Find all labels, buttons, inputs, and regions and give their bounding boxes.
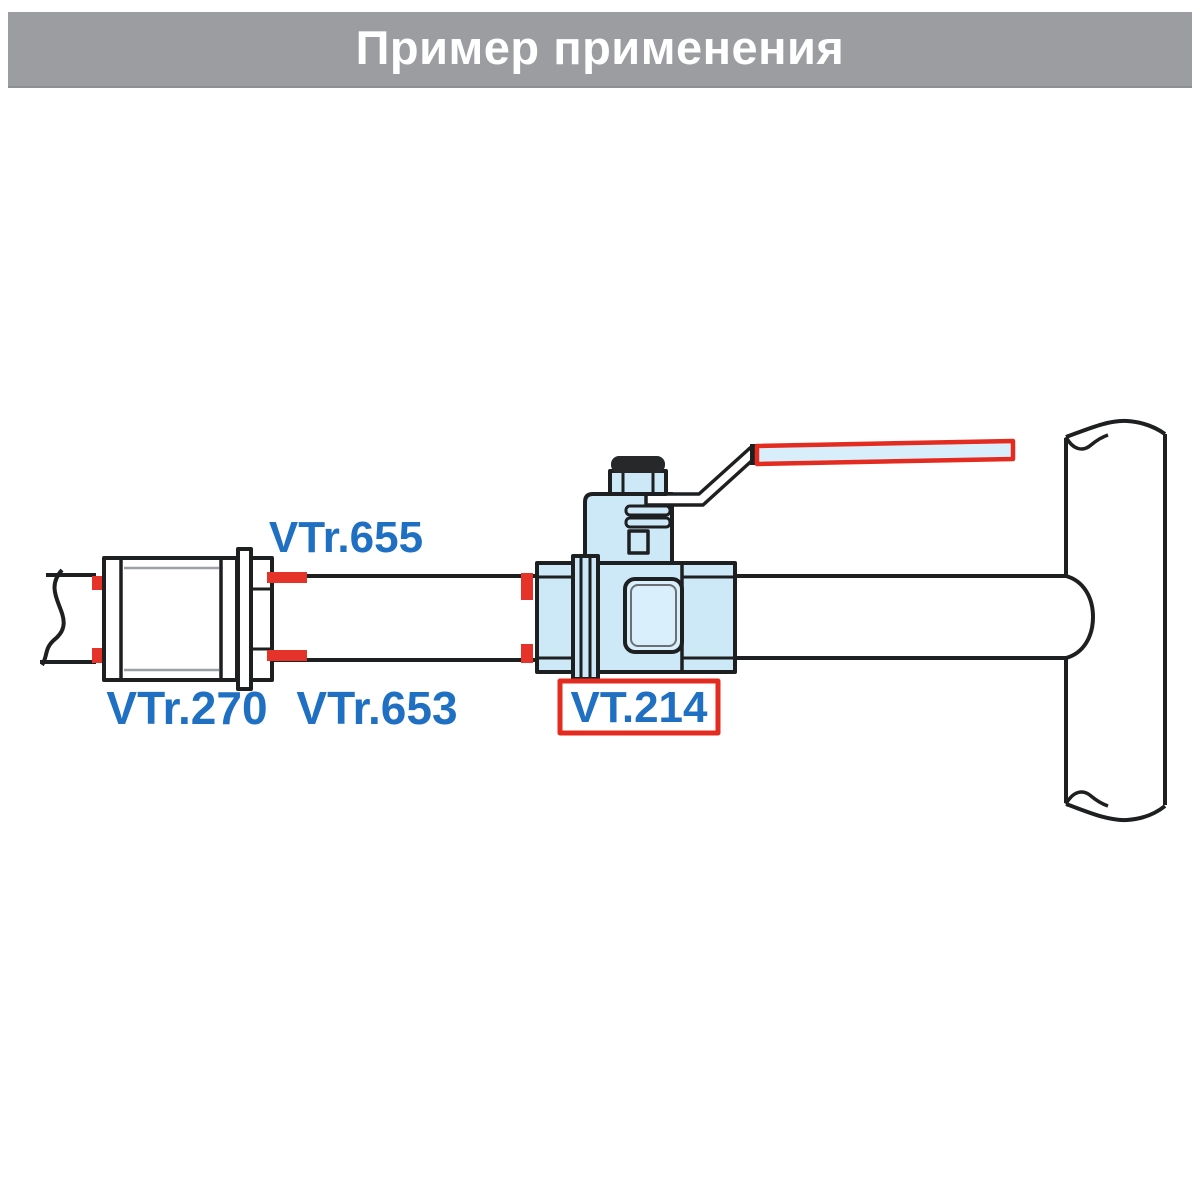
page-title: Пример применения [355, 20, 845, 74]
weld-mark [92, 576, 102, 590]
riser-pipe [1064, 418, 1167, 823]
right-pipe [735, 574, 1095, 660]
riser-bottom-break-fold [1064, 790, 1109, 808]
weld-mark [521, 573, 533, 600]
valve-handle-grip [754, 438, 1016, 467]
handle-grip-end-cap [750, 444, 757, 465]
packing-plate [624, 516, 672, 529]
riser-top-break-fold [1064, 433, 1109, 451]
ball-chamber [623, 577, 684, 654]
pipe-break-squiggle [40, 568, 66, 667]
weld-mark [267, 650, 307, 661]
coupling-vtr270 [102, 547, 274, 691]
weld-mark [521, 644, 533, 663]
riser-top-break-wave [1065, 418, 1167, 439]
ball-valve-vt214 [535, 438, 1016, 681]
valve-left-hex [535, 561, 577, 674]
left-pipe [40, 568, 102, 667]
weld-mark [267, 572, 307, 583]
label-vtr655: VTr.655 [269, 513, 423, 562]
label-vtr653: VTr.653 [296, 682, 457, 734]
stem-window [627, 529, 650, 555]
header-bar: Пример применения [8, 12, 1192, 88]
stem-nut [608, 469, 668, 496]
label-vt214: VT.214 [571, 683, 709, 732]
part-labels: VTr.655 VTr.270 VTr.653 VT.214 [106, 513, 721, 736]
weld-mark [92, 648, 102, 663]
packing-plate [624, 504, 672, 517]
stem-cap [611, 456, 665, 473]
coupling-body [102, 556, 239, 682]
highlight-box-vt214 [557, 678, 721, 736]
label-vtr270: VTr.270 [106, 682, 267, 734]
pipe-vtr653 [267, 572, 537, 663]
pipe-rounded-cap [1065, 574, 1095, 660]
riser-bottom-break-wave [1065, 802, 1167, 823]
union-ring [571, 554, 600, 681]
ball-chamber-inner-line [630, 584, 677, 647]
